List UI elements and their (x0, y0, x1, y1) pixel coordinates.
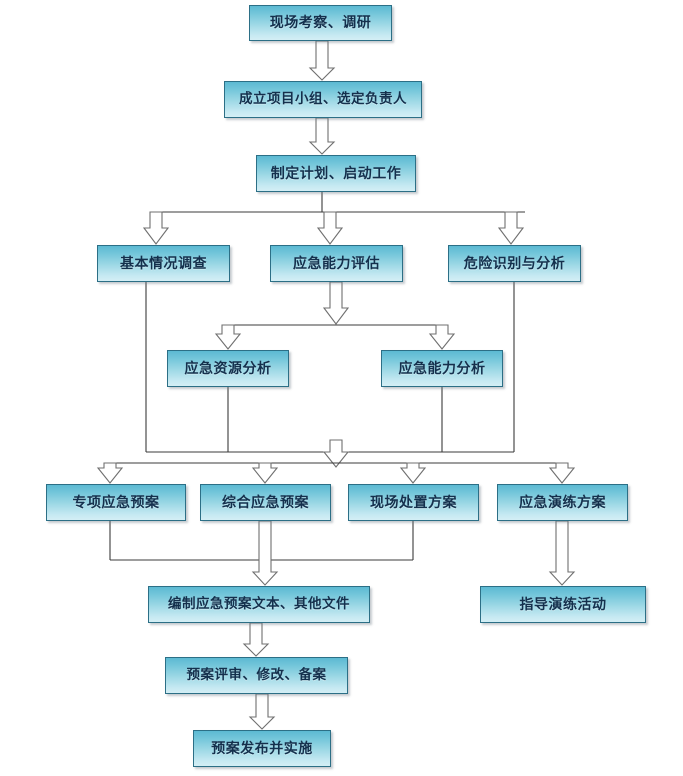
process-node-n6[interactable]: 危险识别与分析 (448, 245, 581, 282)
arrow-n5-down (322, 281, 350, 325)
process-node-n13[interactable]: 编制应急预案文本、其他文件 (148, 586, 370, 623)
arrow-n13-n15 (242, 622, 270, 657)
arrow-n1-n2 (308, 40, 336, 81)
arrow-bar2-n8 (428, 324, 456, 350)
arrow-bar1-n5 (316, 211, 344, 245)
arrow-n15-n16 (248, 693, 276, 730)
process-node-n11[interactable]: 现场处置方案 (348, 484, 479, 521)
process-node-n2[interactable]: 成立项目小组、选定负责人 (224, 81, 422, 118)
arrow-n2-n3 (308, 117, 336, 155)
process-node-n12[interactable]: 应急演练方案 (497, 484, 628, 521)
process-node-n9[interactable]: 专项应急预案 (46, 484, 186, 521)
process-node-n7[interactable]: 应急资源分析 (167, 350, 289, 387)
arrow-n12-n14 (548, 520, 576, 586)
arrow-bar3-n9 (96, 462, 124, 484)
process-node-n15[interactable]: 预案评审、修改、备案 (165, 657, 348, 694)
process-node-n1[interactable]: 现场考察、调研 (249, 5, 392, 41)
arrow-n10-n13 (251, 520, 279, 586)
arrow-bar1-n4 (142, 211, 170, 245)
process-node-n5[interactable]: 应急能力评估 (270, 245, 403, 282)
arrow-merge-to-dist3 (322, 439, 350, 468)
process-node-n10[interactable]: 综合应急预案 (200, 484, 331, 521)
process-node-n3[interactable]: 制定计划、启动工作 (256, 155, 416, 192)
arrow-bar2-n7 (214, 324, 242, 350)
process-node-n14[interactable]: 指导演练活动 (480, 586, 646, 623)
process-node-n8[interactable]: 应急能力分析 (381, 350, 503, 387)
arrow-bar3-n10 (251, 462, 279, 484)
arrow-bar3-n12 (548, 462, 576, 484)
process-node-n4[interactable]: 基本情况调查 (97, 245, 230, 282)
process-node-n16[interactable]: 预案发布并实施 (193, 730, 331, 767)
arrow-bar3-n11 (399, 462, 427, 484)
arrow-bar1-n6 (497, 211, 525, 245)
